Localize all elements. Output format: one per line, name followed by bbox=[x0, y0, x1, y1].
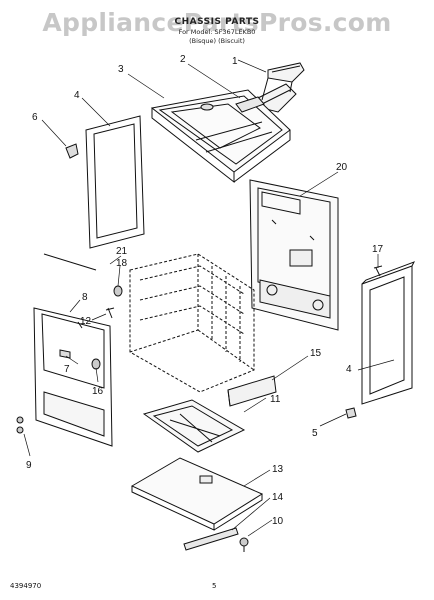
callout-5: 5 bbox=[312, 428, 318, 439]
callout-17: 17 bbox=[372, 244, 384, 255]
part-knob-16 bbox=[91, 358, 101, 370]
leader-lines bbox=[23, 59, 395, 537]
callout-15: 15 bbox=[310, 348, 322, 359]
part-door-panel-right bbox=[361, 261, 416, 405]
color-line: (Bisque) (Biscuit) bbox=[189, 37, 245, 45]
part-clip bbox=[65, 143, 79, 159]
part-upper-frame bbox=[85, 115, 145, 249]
callout-2: 2 bbox=[180, 54, 186, 65]
callout-9: 9 bbox=[26, 460, 32, 471]
callout-7: 7 bbox=[64, 364, 70, 375]
part-vent-bracket bbox=[257, 62, 305, 113]
callout-labels: 1 2 3 4 6 20 21 18 17 8 12 7 16 15 11 4 … bbox=[26, 54, 384, 527]
callout-6: 6 bbox=[32, 112, 38, 123]
part-gasket-line bbox=[43, 253, 97, 271]
callout-11: 11 bbox=[270, 394, 281, 405]
page-number: 5 bbox=[212, 582, 217, 590]
part-oven-cavity bbox=[129, 253, 255, 393]
callout-12: 12 bbox=[80, 316, 92, 327]
part-broil-rail bbox=[227, 375, 277, 407]
part-rail-14 bbox=[183, 527, 239, 551]
part-rear-panel bbox=[249, 179, 339, 331]
callout-21: 21 bbox=[116, 246, 128, 257]
watermark-text: AppliancePartsPros.com bbox=[42, 8, 392, 37]
part-fastener-18 bbox=[113, 285, 123, 297]
callout-3: 3 bbox=[118, 64, 124, 75]
doc-number: 4394970 bbox=[10, 582, 42, 590]
part-clip-5 bbox=[345, 407, 357, 419]
part-top-chassis bbox=[150, 89, 291, 184]
part-screw-12 bbox=[105, 307, 115, 319]
part-broiler-tray bbox=[142, 399, 246, 453]
part-screws-9 bbox=[16, 416, 24, 434]
callout-14: 14 bbox=[272, 492, 284, 503]
callout-13: 13 bbox=[272, 464, 284, 475]
part-bottom-panel bbox=[130, 457, 264, 531]
callout-4: 4 bbox=[74, 90, 80, 101]
part-foot-10 bbox=[239, 537, 249, 552]
callout-8: 8 bbox=[82, 292, 88, 303]
diagram-title: CHASSIS PARTS bbox=[174, 17, 260, 27]
callout-1: 1 bbox=[232, 56, 238, 67]
callout-20: 20 bbox=[336, 162, 348, 173]
callout-18: 18 bbox=[116, 258, 128, 269]
callout-16: 16 bbox=[92, 386, 104, 397]
callout-4b: 4 bbox=[346, 364, 352, 375]
model-line: For Model: SF367LEKB0 bbox=[178, 28, 256, 36]
callout-10: 10 bbox=[272, 516, 284, 527]
part-front-frame bbox=[33, 307, 113, 447]
